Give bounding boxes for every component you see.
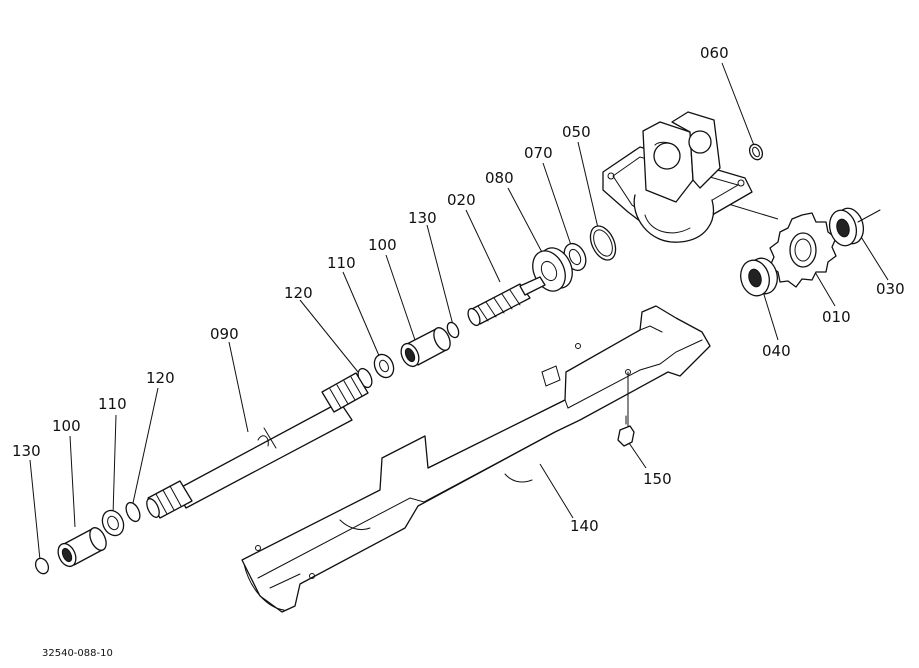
bearing-110-lower xyxy=(101,509,125,537)
callout-110-lower: 110 xyxy=(98,395,127,413)
callout-010: 010 xyxy=(822,308,851,326)
bolt-150 xyxy=(617,415,635,447)
callout-060: 060 xyxy=(700,44,729,62)
bearing-040 xyxy=(740,257,778,297)
sleeve-100-lower xyxy=(57,527,107,568)
callout-090: 090 xyxy=(210,325,239,343)
o-ring-130-upper xyxy=(446,321,460,339)
sprocket-010 xyxy=(769,212,837,288)
spline-shaft-020 xyxy=(467,276,546,327)
callout-030: 030 xyxy=(876,280,905,298)
channel-frame-140 xyxy=(241,305,711,613)
callout-100-upper: 100 xyxy=(368,236,397,254)
bearing-030 xyxy=(828,207,881,247)
callout-020: 020 xyxy=(447,191,476,209)
sleeve-100-upper xyxy=(400,327,451,368)
callout-040: 040 xyxy=(762,342,791,360)
drive-shaft-090 xyxy=(146,372,369,519)
bearing-110-upper xyxy=(373,353,395,379)
leader-lines xyxy=(29,62,889,561)
callout-120-lower: 120 xyxy=(146,369,175,387)
callout-140: 140 xyxy=(570,517,599,535)
callout-130-upper: 130 xyxy=(408,209,437,227)
callout-labels: 060 050 070 080 020 130 100 110 120 090 … xyxy=(12,44,905,535)
callout-050: 050 xyxy=(562,123,591,141)
circlip-120-lower xyxy=(125,501,141,523)
circlip-050 xyxy=(589,225,617,261)
gear-housing xyxy=(602,111,753,243)
drawing-code: 32540-088-10 xyxy=(42,648,113,659)
o-ring-130-lower xyxy=(34,557,50,575)
callout-070: 070 xyxy=(524,144,553,162)
callout-110-upper: 110 xyxy=(327,254,356,272)
callout-150: 150 xyxy=(643,470,672,488)
callout-120-upper: 120 xyxy=(284,284,313,302)
callout-130-lower: 130 xyxy=(12,442,41,460)
callout-100-lower: 100 xyxy=(52,417,81,435)
snap-ring-060 xyxy=(748,143,764,161)
callout-080: 080 xyxy=(485,169,514,187)
